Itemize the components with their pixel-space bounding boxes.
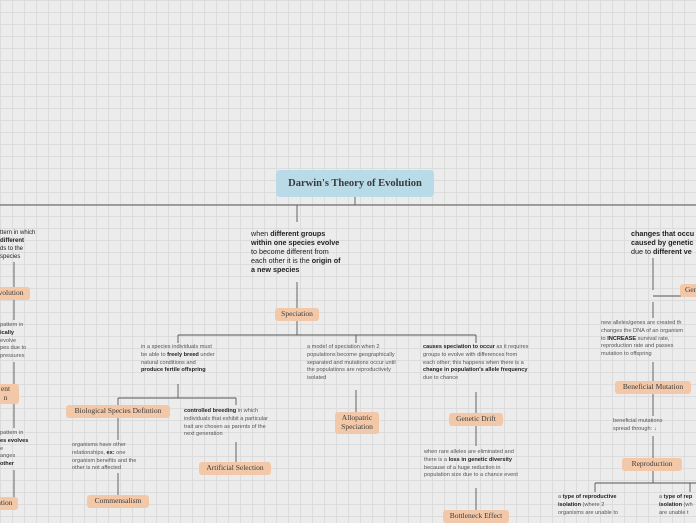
- root-topic[interactable]: Darwin's Theory of Evolution: [276, 170, 434, 197]
- genetic-node-cutoff[interactable]: Gen: [680, 284, 696, 297]
- commensalism-description: organisms have other relationships, ex: …: [72, 442, 137, 472]
- reproductive-isolation-description-1: a type of reproductive isolation (where …: [558, 494, 619, 516]
- bottleneck-effect-node[interactable]: Bottleneck Effect: [443, 510, 509, 523]
- gene-description: new alleles/genes are created th changes…: [601, 320, 684, 358]
- left-node-3[interactable]: ation: [0, 497, 18, 510]
- allopatric-description: a model of speciation when 2 populations…: [307, 344, 396, 382]
- reproduction-node[interactable]: Reproduction: [622, 458, 682, 471]
- genetic-drift-node[interactable]: Genetic Drift: [449, 413, 503, 426]
- bottleneck-description: when rare alleles are eliminated and the…: [424, 449, 518, 479]
- left-intro-text: ttern in which different ds to the speci…: [0, 230, 36, 261]
- genetic-drift-description: causes speciation to occur as it require…: [423, 344, 529, 382]
- reproductive-isolation-description-2: a type of rep isolation (wh are unable t: [659, 494, 693, 516]
- left-evolution-node[interactable]: volution: [0, 287, 30, 300]
- beneficial-mutation-description: beneficial mutations spread through: ↓: [613, 418, 663, 432]
- biological-species-definition-node[interactable]: Biological Species Defintion: [66, 405, 170, 418]
- beneficial-mutation-node[interactable]: Beneficial Mutation: [615, 381, 691, 394]
- artificial-selection-node[interactable]: Artificial Selection: [199, 462, 271, 475]
- left-text-2: pattern in ically evolve pes due to pres…: [0, 322, 27, 360]
- speciation-node[interactable]: Speciation: [275, 308, 319, 321]
- right-intro-text: changes that occu caused by genetic due …: [631, 229, 695, 256]
- speciation-intro-text: when different groups within one species…: [251, 229, 341, 274]
- commensalism-node[interactable]: Commensalism: [87, 495, 149, 508]
- bsd-description: in a species individuals must be able to…: [141, 344, 215, 374]
- artificial-selection-description: controlled breeding in which individuals…: [184, 408, 268, 438]
- left-text-3: pattern in es evolves e anges other: [0, 430, 29, 468]
